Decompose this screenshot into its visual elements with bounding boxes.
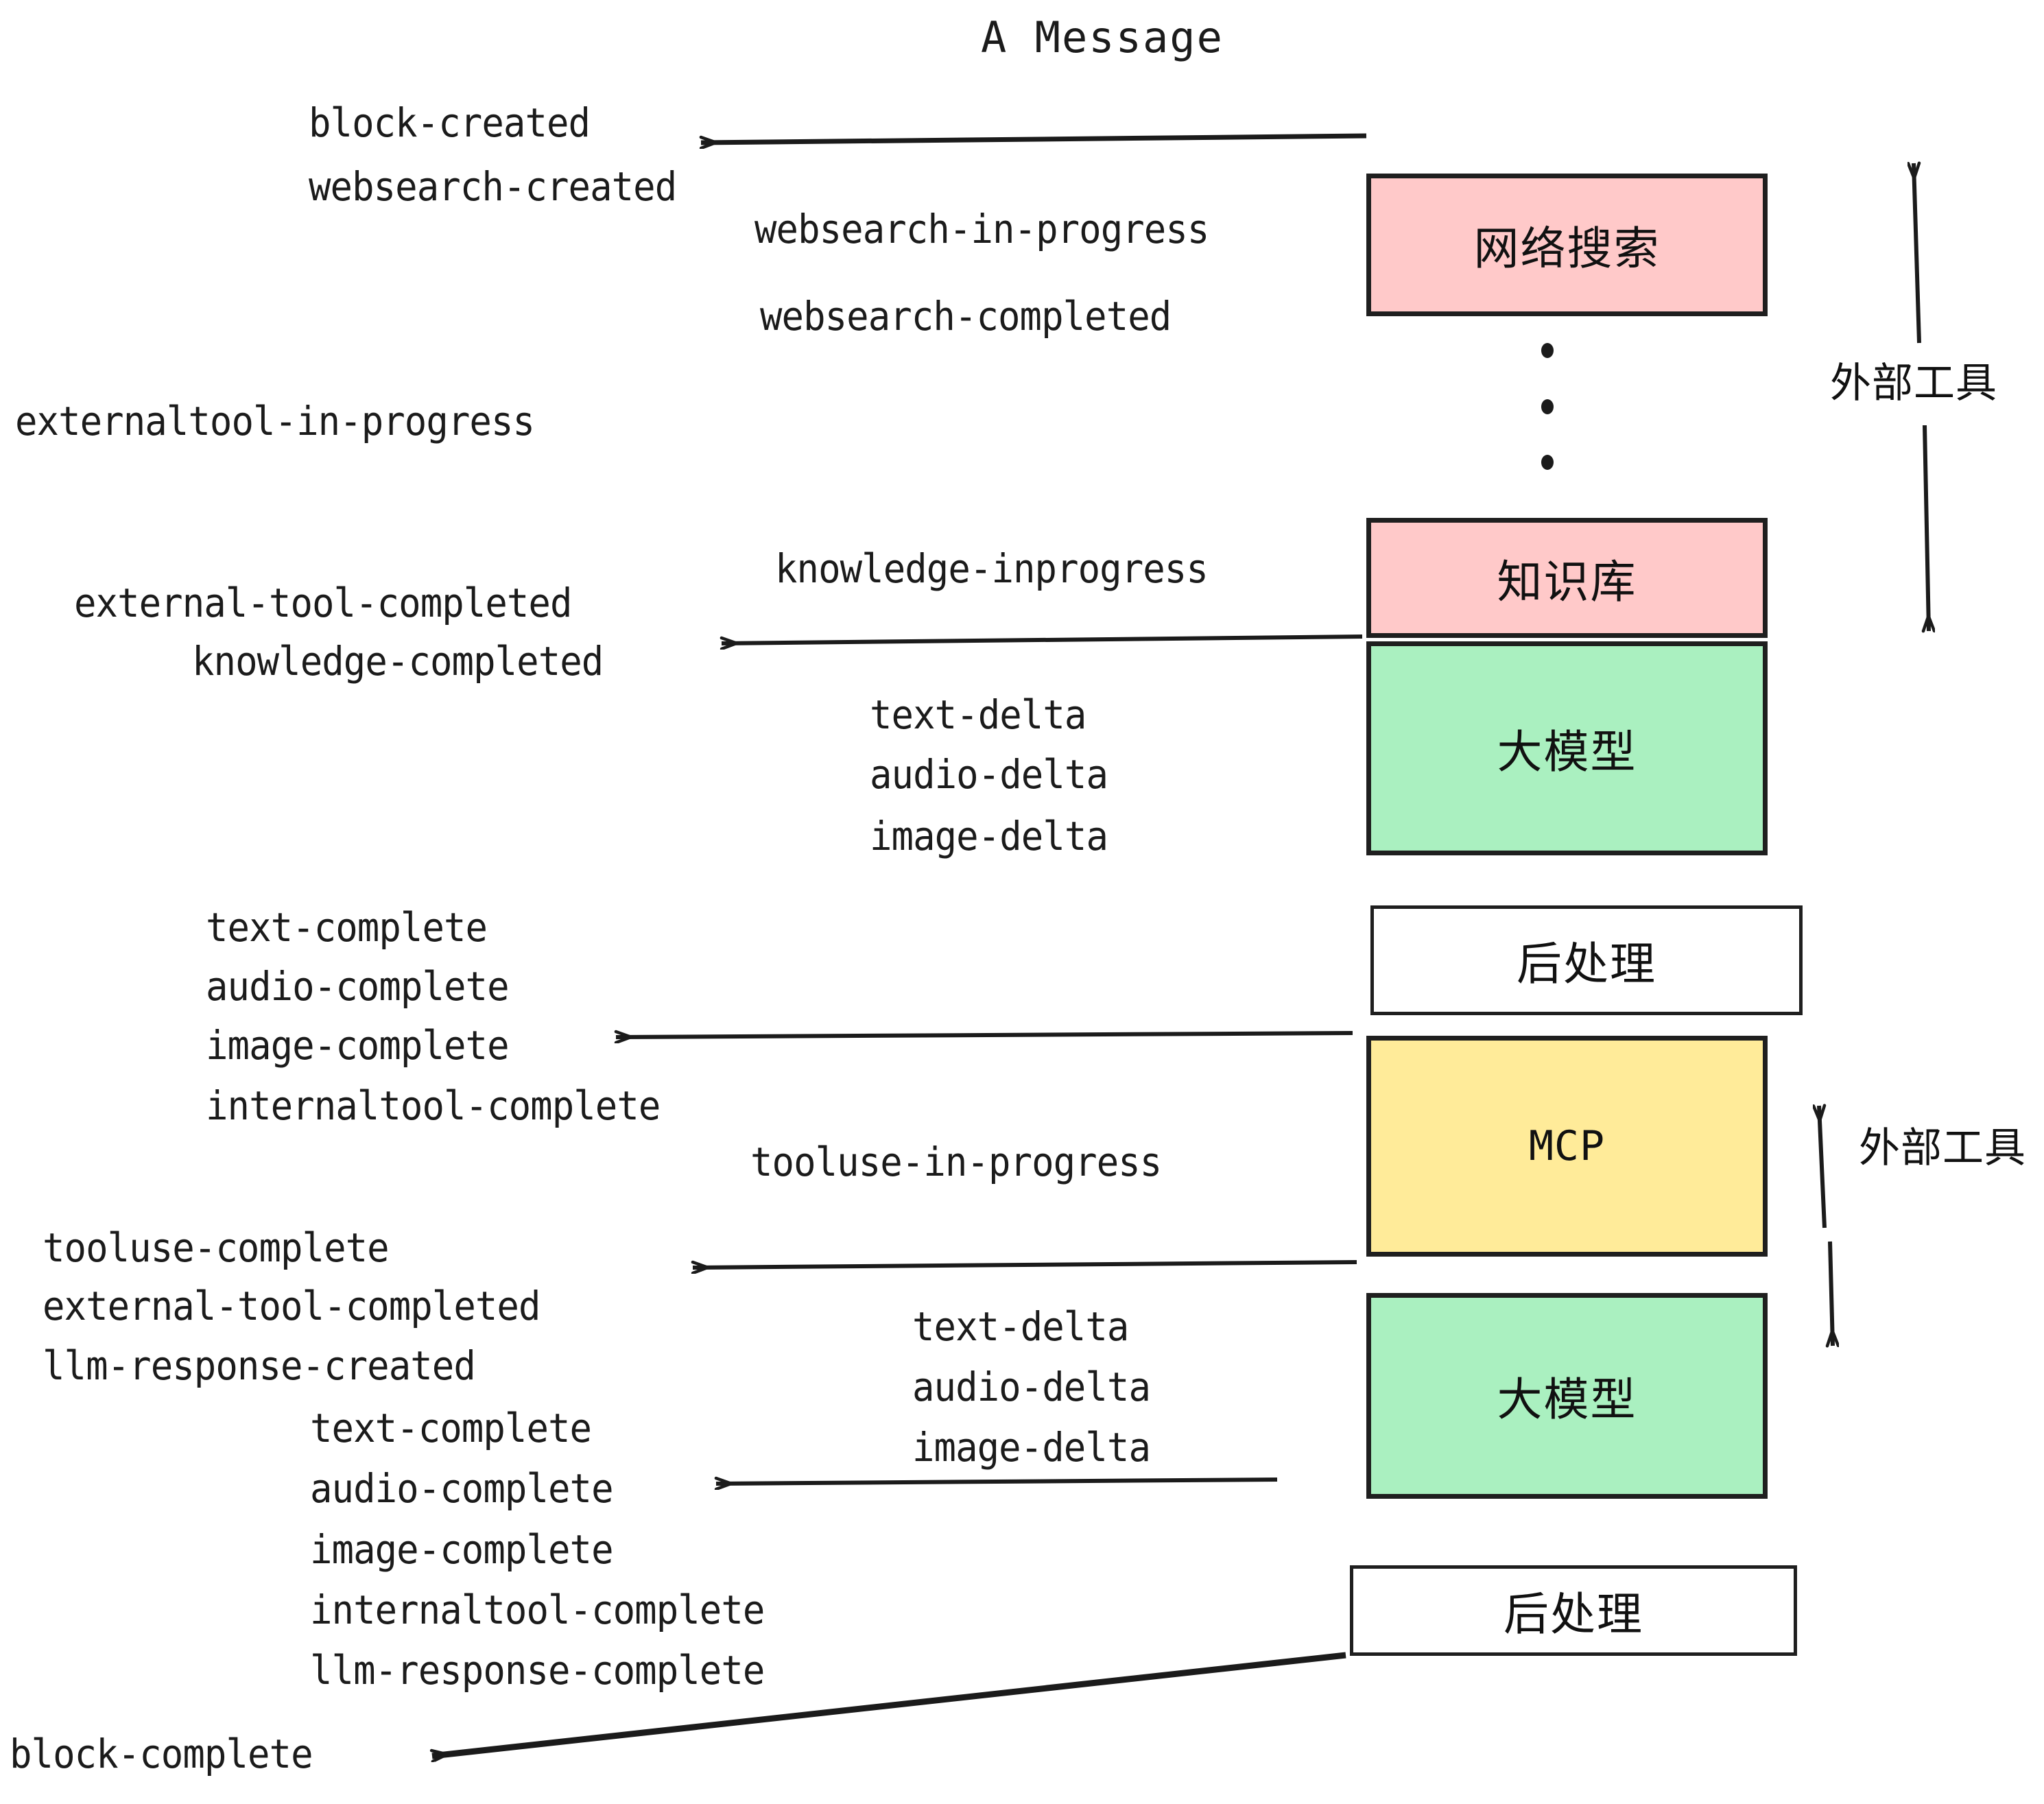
event-tooluse-complete: tooluse-complete: [43, 1224, 390, 1271]
node-llm-2[interactable]: 大模型: [1366, 1293, 1768, 1499]
arrow-external-tools-top-down: [1925, 425, 1929, 631]
node-websearch[interactable]: 网络搜索: [1366, 174, 1768, 316]
side-label-external-tools-bottom: 外部工具: [1859, 1124, 2026, 1172]
event-external-tool-completed-2: external-tool-completed: [43, 1283, 540, 1329]
event-image-delta-1: image-delta: [870, 813, 1108, 859]
event-image-delta-2: image-delta: [912, 1424, 1151, 1471]
ellipsis-dot: [1541, 343, 1554, 358]
event-websearch-in-progress: websearch-in-progress: [754, 206, 1209, 252]
event-internaltool-complete-2: internaltool-complete: [310, 1587, 765, 1633]
node-mcp[interactable]: MCP: [1366, 1036, 1768, 1257]
arrow-external-tools-bottom-up: [1819, 1106, 1827, 1229]
ellipsis-dot: [1541, 399, 1554, 414]
event-websearch-created: websearch-created: [309, 163, 677, 210]
event-knowledge-inprogress: knowledge-inprogress: [775, 545, 1209, 592]
event-text-complete-1: text-complete: [206, 904, 488, 951]
event-block-complete: block-complete: [10, 1731, 313, 1777]
arrow-websearch-to-created: [701, 133, 1367, 143]
arrow-llm2-to-audio-complete: [716, 1480, 1278, 1484]
event-text-delta-1: text-delta: [870, 691, 1086, 738]
arrow-knowledge-to-completed: [722, 634, 1363, 643]
event-image-complete-1: image-complete: [206, 1022, 510, 1069]
page-title: A Message: [981, 12, 1224, 62]
event-audio-complete-1: audio-complete: [206, 963, 510, 1010]
event-image-complete-2: image-complete: [310, 1526, 614, 1573]
node-postprocess-2-label: 后处理: [1504, 1588, 1643, 1641]
event-text-delta-2: text-delta: [912, 1303, 1129, 1350]
event-externaltool-in-progress: externaltool-in-progress: [15, 398, 535, 444]
event-audio-delta-2: audio-delta: [912, 1364, 1151, 1410]
event-knowledge-completed: knowledge-completed: [192, 638, 604, 685]
event-websearch-completed: websearch-completed: [760, 293, 1172, 340]
node-postprocess-2[interactable]: 后处理: [1350, 1565, 1797, 1656]
event-external-tool-completed-1: external-tool-completed: [74, 580, 572, 626]
node-postprocess-1[interactable]: 后处理: [1370, 905, 1803, 1015]
event-audio-complete-2: audio-complete: [310, 1465, 614, 1512]
vertical-ellipsis: [1541, 343, 1554, 470]
arrow-mcp-to-tooluse-complete: [693, 1260, 1357, 1268]
node-knowledge[interactable]: 知识库: [1366, 518, 1768, 638]
event-llm-response-complete: llm-response-complete: [310, 1647, 765, 1694]
arrow-external-tools-bottom-down: [1830, 1241, 1833, 1346]
node-llm-1[interactable]: 大模型: [1366, 641, 1768, 855]
ellipsis-dot: [1541, 455, 1554, 470]
event-tooluse-in-progress: tooluse-in-progress: [750, 1139, 1162, 1185]
node-postprocess-1-label: 后处理: [1517, 938, 1656, 990]
event-text-complete-2: text-complete: [310, 1405, 592, 1451]
arrow-external-tools-top-up: [1914, 163, 1921, 344]
node-llm-1-label: 大模型: [1497, 726, 1637, 779]
node-llm-2-label: 大模型: [1497, 1373, 1637, 1426]
event-audio-delta-1: audio-delta: [870, 751, 1108, 798]
event-internaltool-complete-1: internaltool-complete: [206, 1082, 661, 1129]
node-websearch-label: 网络搜索: [1473, 222, 1661, 275]
arrow-llm1-to-image-complete: [616, 1033, 1353, 1037]
node-knowledge-label: 知识库: [1497, 555, 1637, 608]
event-block-created: block-created: [309, 99, 591, 146]
side-label-external-tools-top: 外部工具: [1830, 359, 1997, 407]
node-mcp-label: MCP: [1528, 1122, 1606, 1170]
event-llm-response-created: llm-response-created: [43, 1342, 476, 1389]
